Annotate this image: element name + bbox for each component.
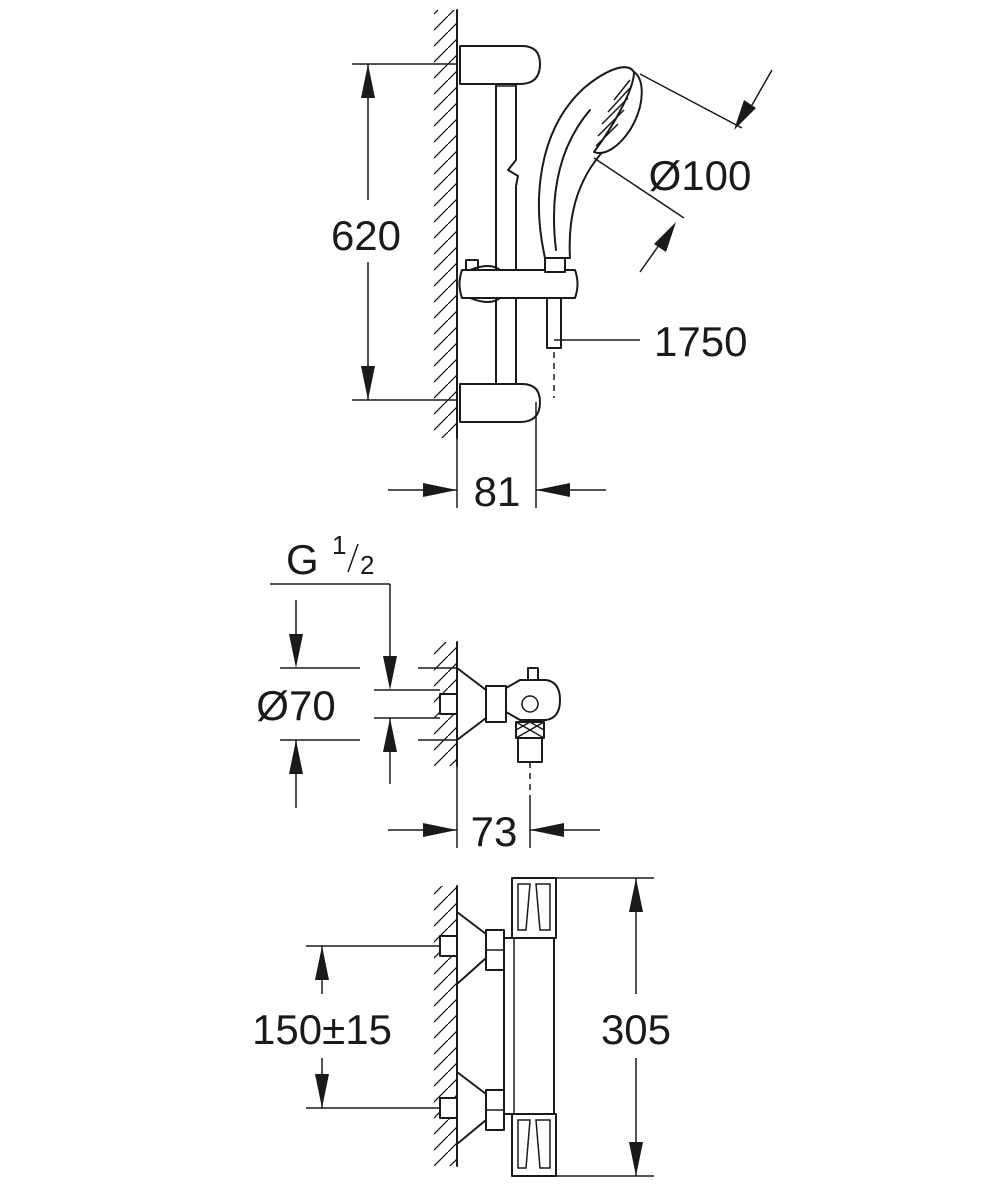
wall-hatch-bottom bbox=[434, 885, 458, 1167]
hose bbox=[546, 297, 562, 398]
dim-rail-offset-label: 81 bbox=[474, 468, 521, 515]
mixer-body-side bbox=[439, 667, 561, 800]
dim-inlet-spacing: 150±15 bbox=[252, 945, 440, 1109]
wall-hatch-top bbox=[434, 9, 458, 439]
thread-main: G bbox=[286, 536, 319, 583]
thread-callout: G 1 2 bbox=[270, 530, 440, 784]
shower-rail bbox=[459, 45, 541, 423]
dim-flange-diameter-label: Ø70 bbox=[256, 682, 335, 729]
thread-denominator: 2 bbox=[360, 550, 374, 580]
mixer-side-view: G 1 2 Ø70 bbox=[256, 530, 600, 855]
dim-inlet-spacing-label: 150±15 bbox=[252, 1006, 392, 1053]
lower-inlet bbox=[439, 1071, 505, 1145]
mixer-front-view: 150±15 305 bbox=[252, 877, 671, 1177]
rail-slider bbox=[458, 257, 579, 303]
thread-numerator: 1 bbox=[332, 530, 346, 560]
dim-rail-offset: 81 bbox=[388, 402, 606, 515]
dim-flange-diameter: Ø70 bbox=[256, 600, 456, 808]
dim-mixer-height: 305 bbox=[556, 877, 671, 1177]
dim-rail-length-label: 620 bbox=[331, 212, 401, 259]
dim-hose-length: 1750 bbox=[554, 318, 747, 365]
dim-mixer-depth: 73 bbox=[388, 766, 600, 855]
dim-head-diameter-label: Ø100 bbox=[649, 152, 752, 199]
hand-shower bbox=[538, 66, 643, 259]
dim-mixer-height-label: 305 bbox=[601, 1006, 671, 1053]
rail-set-view: 620 Ø100 1750 81 bbox=[331, 9, 773, 515]
dim-head-diameter: Ø100 bbox=[593, 69, 773, 273]
dim-rail-length: 620 bbox=[331, 63, 457, 401]
mixer-body-front bbox=[503, 877, 557, 1177]
dim-hose-length-label: 1750 bbox=[654, 318, 747, 365]
dim-mixer-depth-label: 73 bbox=[471, 808, 518, 855]
